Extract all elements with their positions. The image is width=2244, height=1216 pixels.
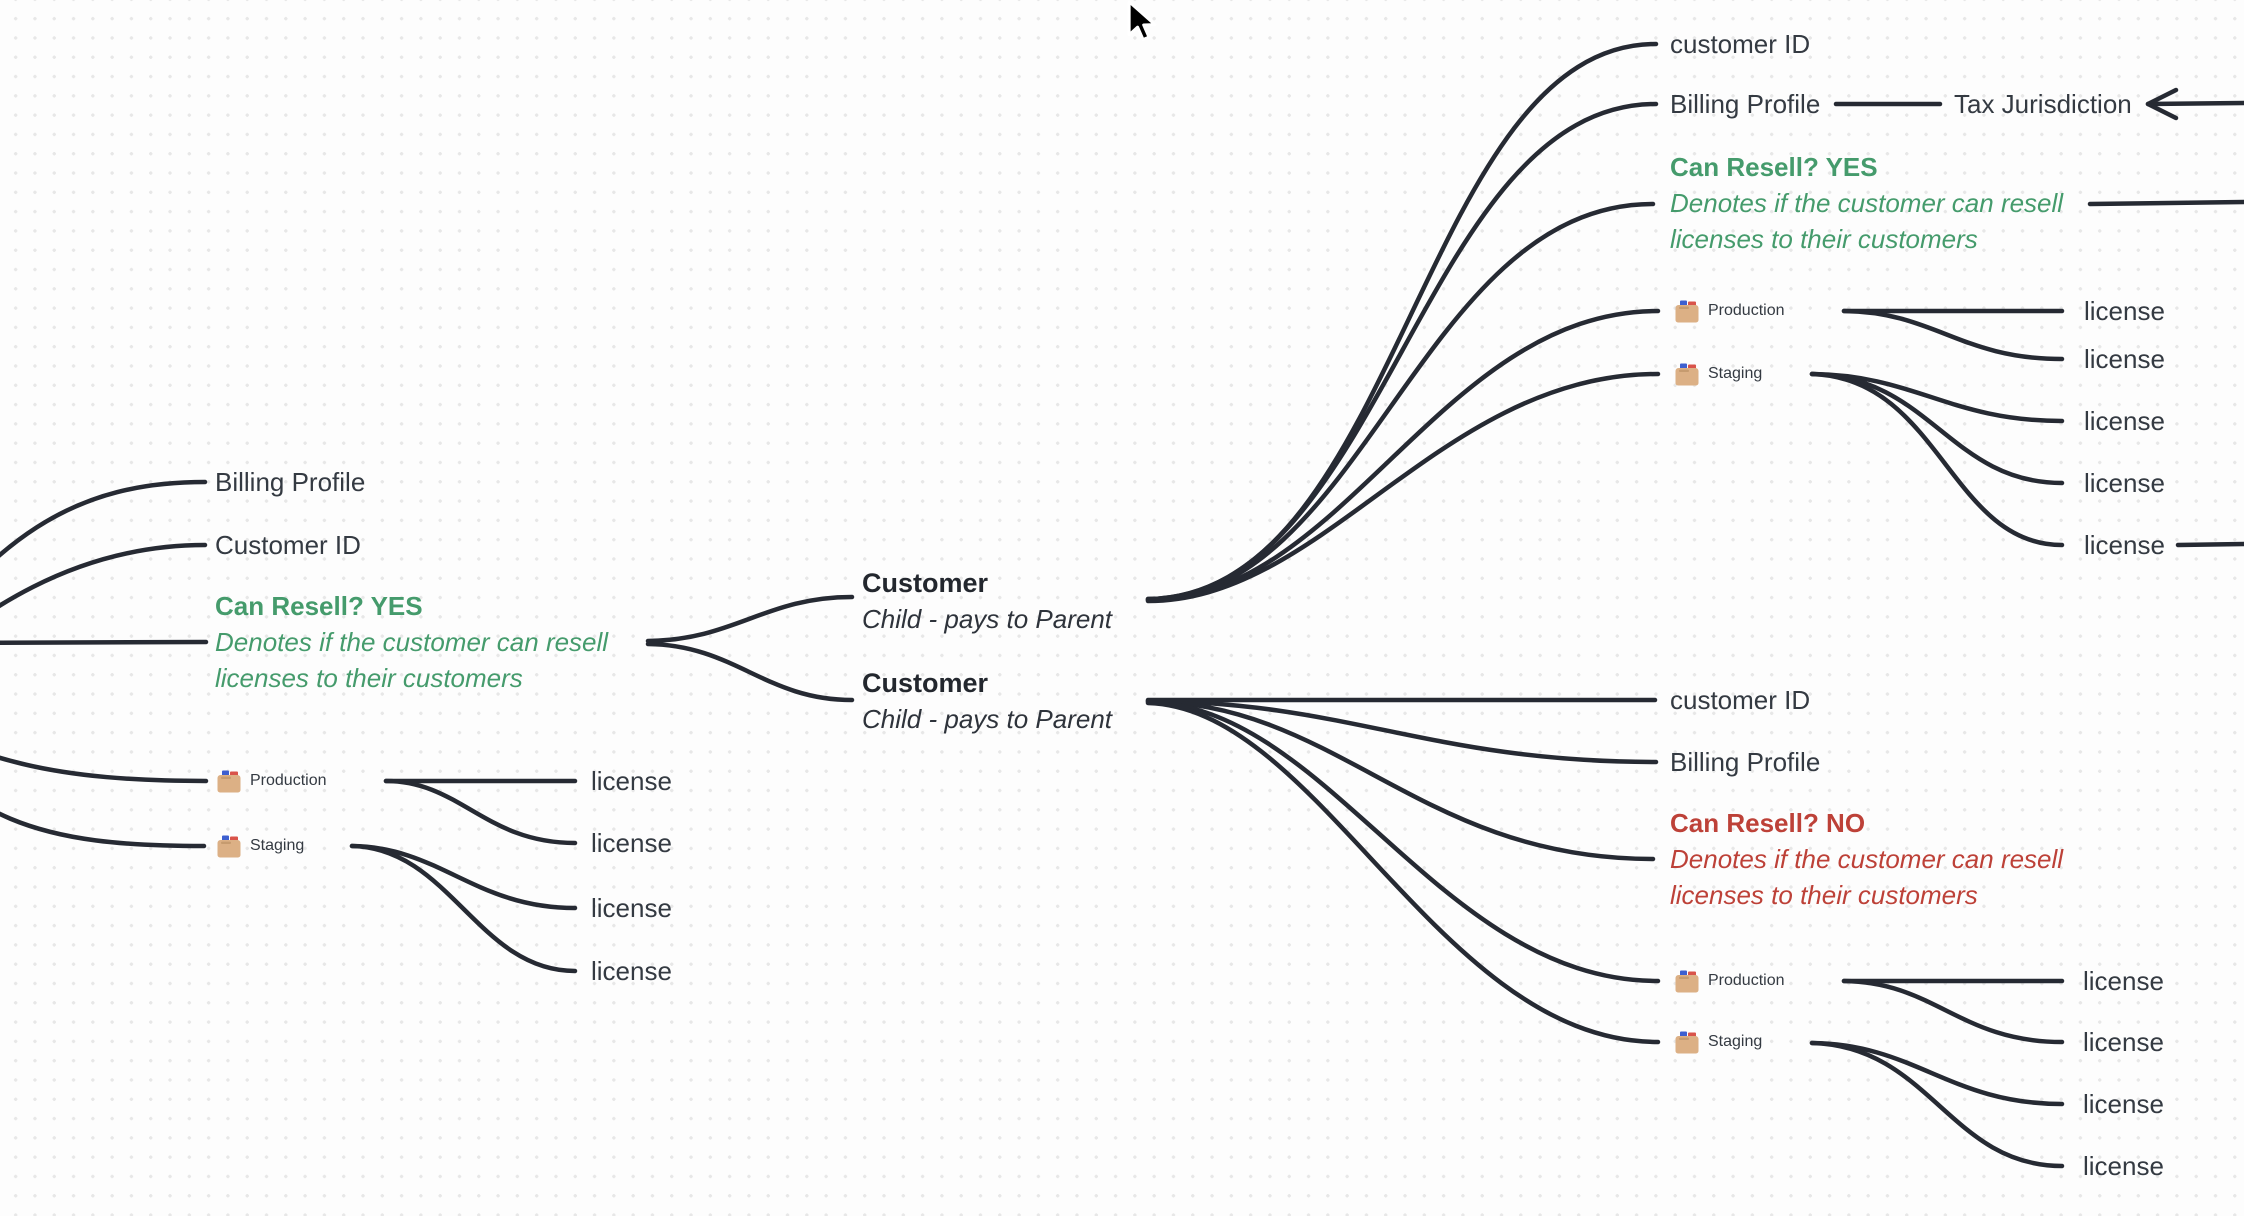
can-resell-yes-title: Can Resell? YES [1670,152,1878,182]
card-index-dividers-icon [217,835,241,858]
node-tr-staging[interactable]: Staging [1674,361,1762,387]
can-resell-no-title: Can Resell? NO [1670,808,1866,838]
customer-title: Customer [862,568,989,598]
edge-brstaging-license3 [1809,1040,2065,1107]
card-index-dividers-icon [217,770,241,793]
edge-root-billing [0,479,208,558]
node-br-staging[interactable]: Staging [1674,1029,1762,1055]
node-customer-bottom[interactable]: Customer Child - pays to Parent [862,665,1112,737]
edge-trstaging-license5 [1809,371,2065,548]
customer-subtitle: Child - pays to Parent [862,604,1113,634]
card-index-dividers-icon [1675,363,1699,386]
node-tax-jurisdiction[interactable]: Tax Jurisdiction [1954,89,2132,119]
node-license[interactable]: license [2084,406,2165,436]
edge-root-customerid [0,542,208,609]
node-left-customer-id[interactable]: Customer ID [215,530,361,560]
edge-c1-production [1145,308,1661,603]
edge-tax-offscreen [2145,100,2244,107]
edge-c1-billing [1145,101,1659,602]
production-label: Production [1708,972,1785,989]
can-resell-desc: Denotes if the customer can resell licen… [1670,844,2064,910]
node-br-billing-profile[interactable]: Billing Profile [1670,747,1821,777]
node-left-production[interactable]: Production [216,768,327,794]
staging-label: Staging [1708,365,1763,382]
node-license[interactable]: license [2083,1151,2164,1181]
card-index-dividers-icon [1675,1031,1699,1054]
card-index-dividers-icon [1675,970,1699,993]
production-label: Production [250,772,327,789]
node-license[interactable]: license [2084,344,2165,374]
edge-root-canresell [0,639,209,646]
node-br-production[interactable]: Production [1674,968,1785,994]
edge-canresell-offscreen [2087,199,2244,207]
node-tr-can-resell[interactable]: Can Resell? YES Denotes if the customer … [1670,149,2090,257]
node-license[interactable]: license [591,956,672,986]
edge-lproduction-license2 [383,778,578,846]
edge-lstaging-license4 [349,843,578,974]
can-resell-yes-title: Can Resell? YES [215,591,423,621]
node-license[interactable]: license [591,828,672,858]
edge-root-production [0,755,209,784]
customer-subtitle: Child - pays to Parent [862,704,1113,734]
node-license[interactable]: license [591,766,672,796]
edge-c1-customerid [1145,41,1659,602]
mouse-cursor-icon [1127,0,1157,42]
node-left-staging[interactable]: Staging [216,833,304,859]
node-br-customer-id[interactable]: customer ID [1670,685,1811,715]
edge-root-staging [0,811,207,849]
customer-title: Customer [862,668,989,698]
edge-fork-customer2 [645,641,855,703]
can-resell-desc: Denotes if the customer can resell licen… [215,627,609,693]
node-tr-customer-id[interactable]: customer ID [1670,29,1811,59]
node-license[interactable]: license [591,893,672,923]
edge-trstaging-license3 [1809,371,2065,424]
node-customer-top[interactable]: Customer Child - pays to Parent [862,565,1112,637]
node-br-can-resell[interactable]: Can Resell? NO Denotes if the customer c… [1670,805,2090,913]
arrowhead-tax [2145,87,2179,121]
staging-label: Staging [1708,1033,1763,1050]
node-left-can-resell[interactable]: Can Resell? YES Denotes if the customer … [215,588,635,696]
node-license[interactable]: license [2083,1089,2164,1119]
edge-c2-production [1145,699,1661,984]
edge-brstaging-license4 [1809,1040,2065,1169]
node-license[interactable]: license [2083,1027,2164,1057]
node-license[interactable]: license [2083,966,2164,996]
edge-license5-offscreen [2175,541,2244,548]
edge-c2-canresell [1145,698,1656,862]
edge-c2-staging [1145,700,1661,1045]
staging-label: Staging [250,837,305,854]
node-tr-production[interactable]: Production [1674,298,1785,324]
edge-c2-billing [1145,698,1659,765]
edge-c1-canresell [1145,201,1656,603]
production-label: Production [1708,302,1785,319]
edge-trproduction-license2 [1841,308,2065,362]
edge-lstaging-license3 [349,843,578,911]
node-license[interactable]: license [2084,530,2165,560]
edge-trstaging-license4 [1809,371,2065,486]
node-license[interactable]: license [2084,468,2165,498]
node-license[interactable]: license [2084,296,2165,326]
can-resell-desc: Denotes if the customer can resell licen… [1670,188,2064,254]
card-index-dividers-icon [1675,300,1699,323]
node-left-billing-profile[interactable]: Billing Profile [215,467,366,497]
edge-c1-staging [1145,371,1661,604]
node-tr-billing-profile[interactable]: Billing Profile [1670,89,1821,119]
edge-fork-customer1 [645,594,855,644]
edge-brproduction-license2 [1841,978,2065,1045]
